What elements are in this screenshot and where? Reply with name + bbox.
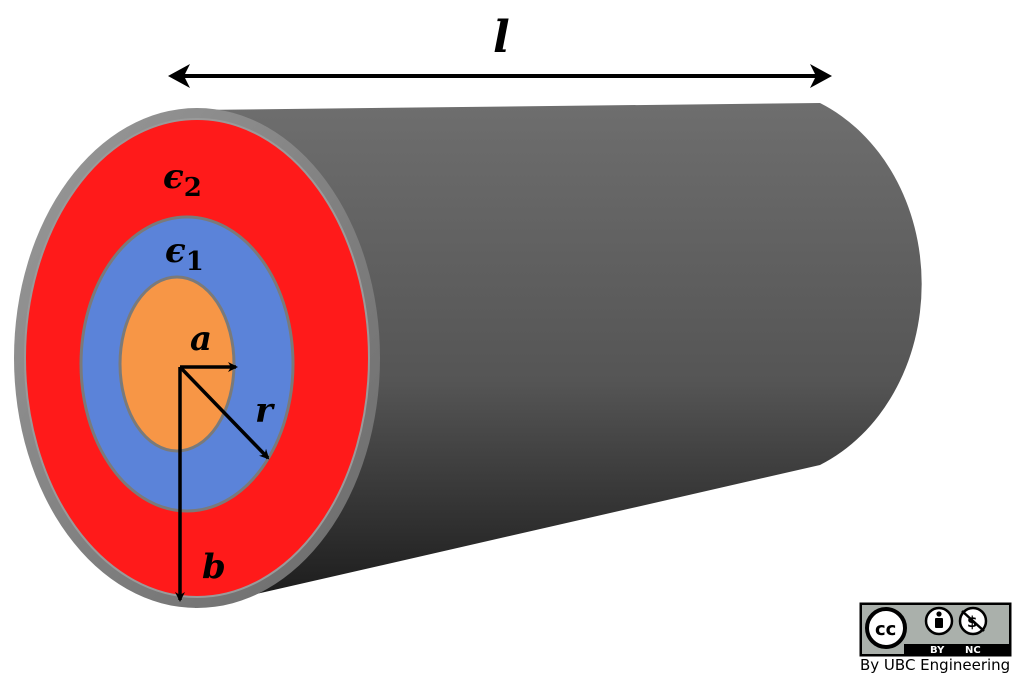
- epsilon-1-symbol: ϵ: [165, 231, 186, 271]
- epsilon-2-subscript: 2: [184, 173, 202, 203]
- length-label: l: [493, 12, 510, 63]
- cc-icon: [865, 607, 907, 649]
- cc-license-badge: cc $ BY NC: [859, 602, 1012, 657]
- by-label: BY: [930, 645, 945, 656]
- length-arrow-left-head: [168, 64, 190, 88]
- credit-text: By UBC Engineering: [860, 656, 1010, 674]
- epsilon-2-symbol: ϵ: [163, 157, 184, 197]
- epsilon-1-subscript: 1: [186, 247, 204, 277]
- nc-label: NC: [965, 645, 981, 656]
- radius-b-label: b: [202, 547, 226, 587]
- radius-a-label: a: [190, 319, 212, 359]
- inner-conductor: [118, 275, 236, 453]
- length-arrow-right-head: [810, 64, 832, 88]
- epsilon-2-label: ϵ2: [163, 157, 202, 203]
- cylinder-body: [195, 103, 922, 608]
- radius-r-arrow: [178, 365, 270, 460]
- cc-icon-text: cc: [875, 619, 896, 640]
- svg-text:$: $: [967, 613, 977, 631]
- epsilon-1-label: ϵ1: [165, 231, 204, 277]
- radius-r-label: r: [255, 391, 275, 431]
